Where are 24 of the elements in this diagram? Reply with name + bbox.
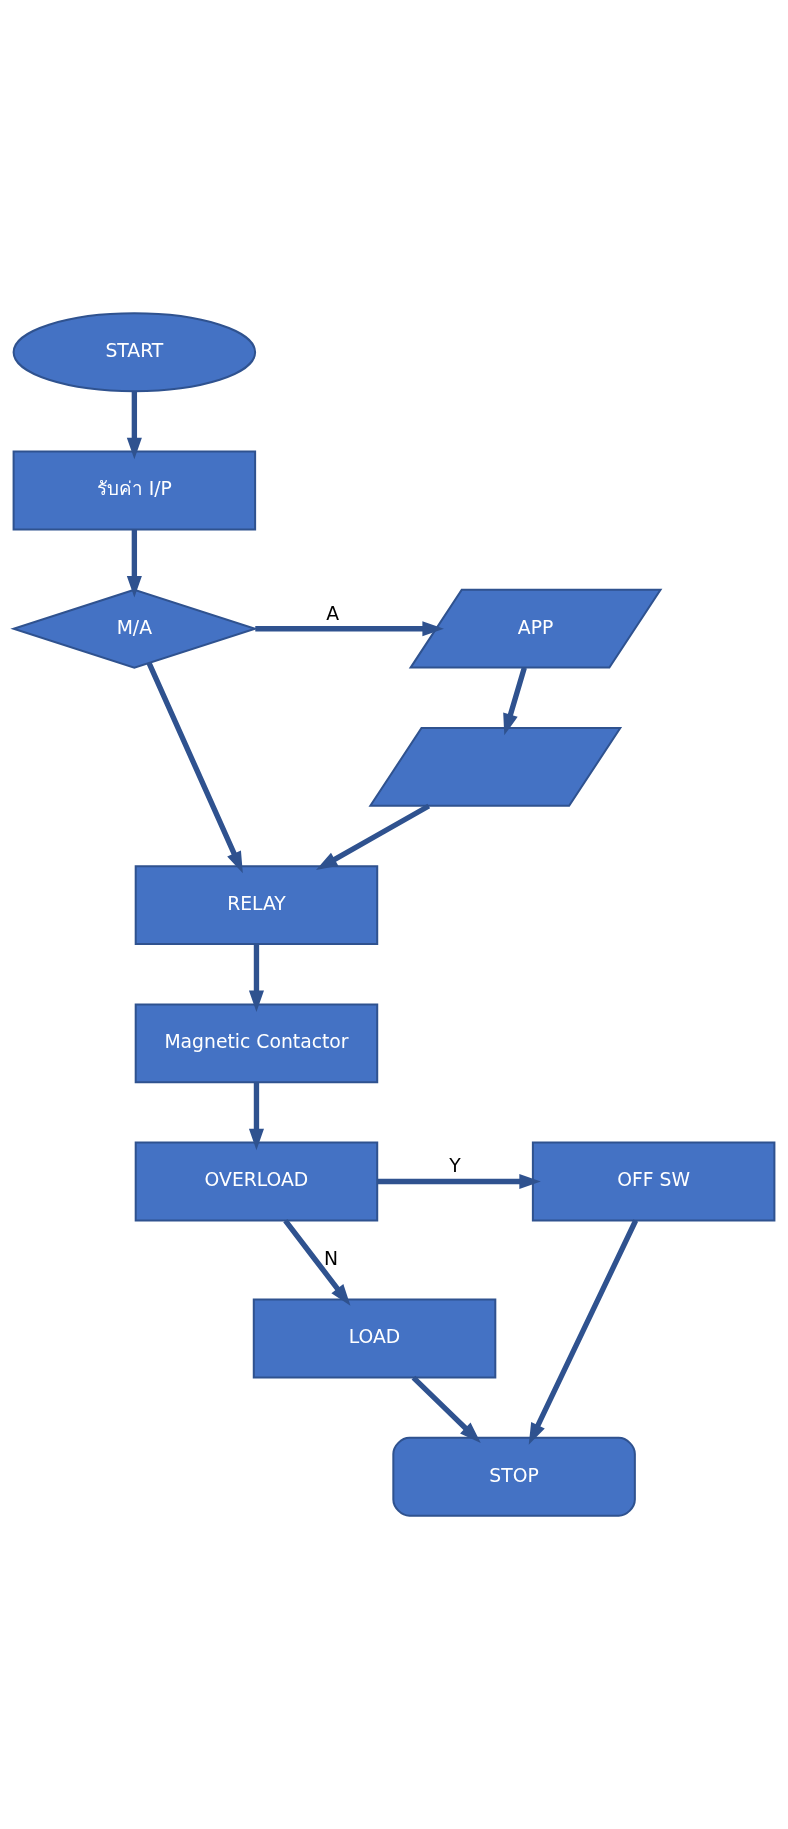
node-box: OFF SW [531,1141,776,1222]
arrow [126,391,142,460]
node-parallelogram [368,727,623,807]
arrow [248,1082,264,1151]
arrow [528,1219,639,1445]
arrow [248,944,264,1013]
node-box: Magnetic Contactor [134,1003,379,1084]
node-ellipse: START [12,312,257,393]
edge-label: A [326,602,340,624]
node-box: RELAY [134,865,379,946]
node-box: STOP [392,1436,636,1517]
edge-label: N [323,1247,338,1269]
arrow [316,803,431,870]
arrow [255,621,444,637]
node-box: รับค่า I/P [12,450,257,531]
node-box: OVERLOAD [134,1141,379,1222]
arrow [146,661,243,874]
arrow [411,1375,481,1444]
arrow [377,1173,541,1190]
edge-label: Y [449,1155,461,1177]
arrow [126,529,142,598]
arrow [503,667,527,736]
arrow [283,1218,351,1306]
node-box: LOAD [252,1298,497,1379]
